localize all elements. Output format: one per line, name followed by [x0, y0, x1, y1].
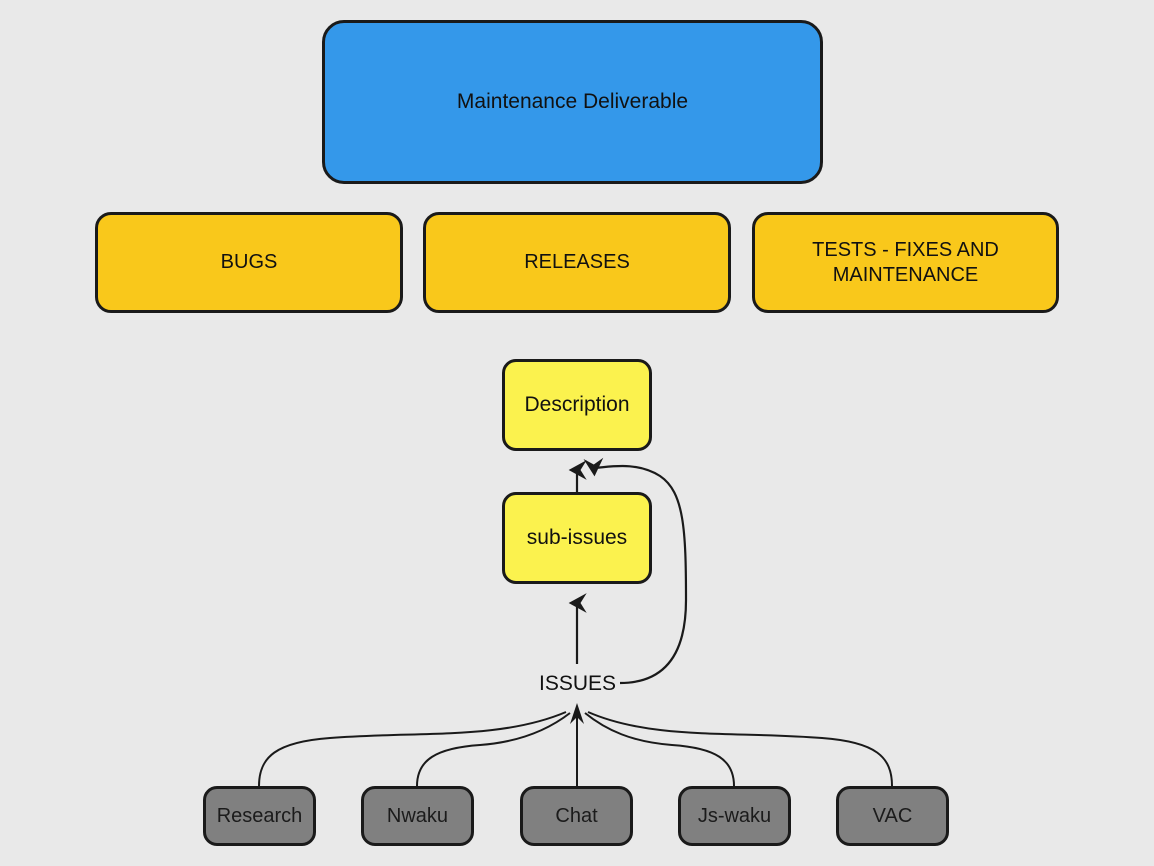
node-nwaku[interactable]: Nwaku [361, 786, 474, 846]
node-bugs[interactable]: BUGS [95, 212, 403, 313]
edge-research-to-issues [258, 711, 567, 787]
node-research[interactable]: Research [203, 786, 316, 846]
node-chat[interactable]: Chat [520, 786, 633, 846]
edge-vac-to-issues [587, 711, 893, 787]
node-releases[interactable]: RELEASES [423, 212, 731, 313]
node-sub-issues[interactable]: sub-issues [502, 492, 652, 584]
node-tests-fixes-and-maintenance[interactable]: TESTS - FIXES AND MAINTENANCE [752, 212, 1059, 313]
arrowhead-into-issues [570, 703, 584, 724]
edge-label-issues: ISSUES [536, 672, 620, 696]
edge-nwaku-to-issues [416, 712, 571, 787]
edge-jswaku-to-issues [584, 712, 735, 787]
node-js-waku[interactable]: Js-waku [678, 786, 791, 846]
node-description[interactable]: Description [502, 359, 652, 451]
node-maintenance-deliverable[interactable]: Maintenance Deliverable [322, 20, 823, 184]
node-vac[interactable]: VAC [836, 786, 949, 846]
